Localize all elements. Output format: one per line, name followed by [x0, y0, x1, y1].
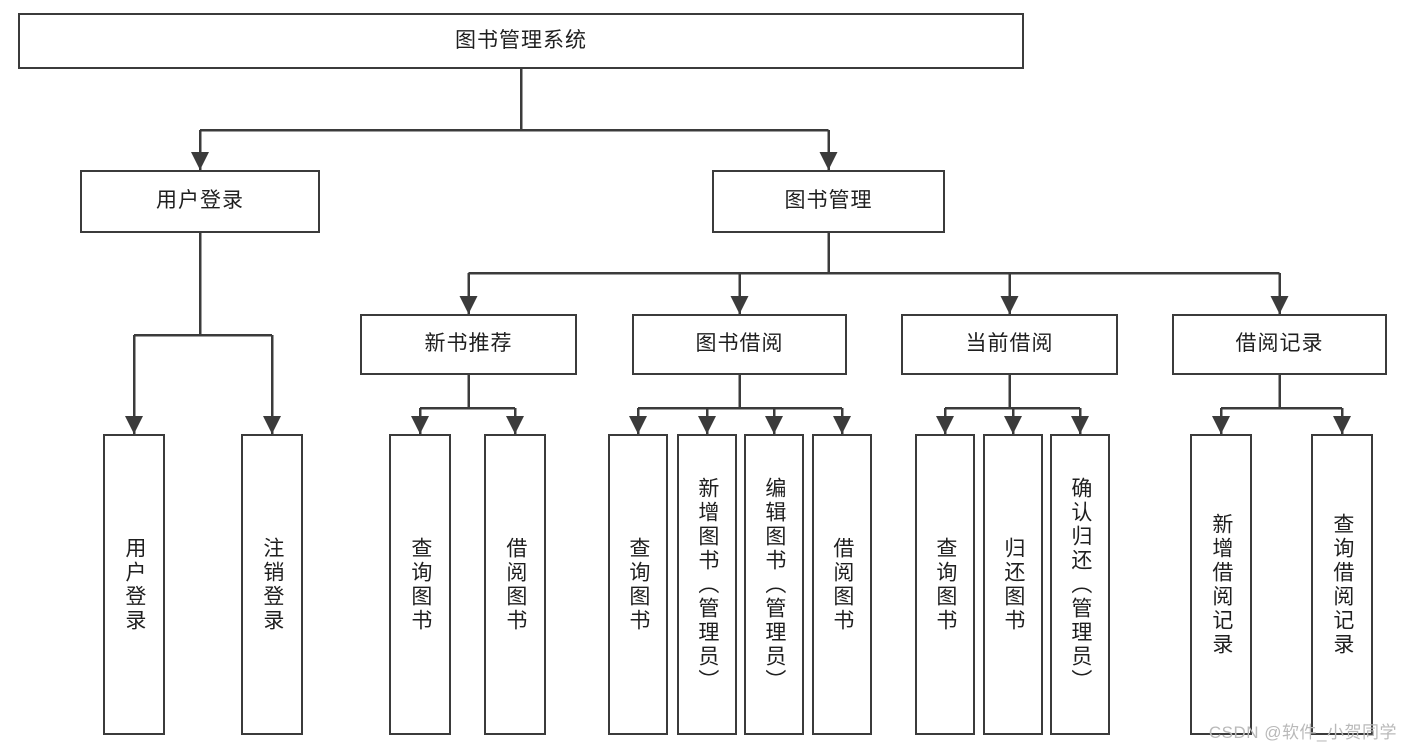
node-l_addbook[interactable]: 新增图书（管理员） [677, 434, 737, 735]
node-label: 当前借阅 [965, 332, 1054, 356]
node-label: 确认归还（管理员） [1068, 476, 1092, 693]
node-label: 查询图书 [626, 536, 650, 633]
watermark-label: CSDN @软件_小贺同学 [1208, 723, 1397, 742]
node-label: 注销登录 [260, 536, 284, 633]
node-user_login[interactable]: 用户登录 [80, 170, 320, 233]
node-records[interactable]: 借阅记录 [1172, 314, 1387, 375]
node-label: 用户登录 [156, 189, 244, 213]
node-l_confirm[interactable]: 确认归还（管理员） [1050, 434, 1110, 735]
node-label: 借阅图书 [830, 536, 854, 633]
node-borrow[interactable]: 图书借阅 [632, 314, 847, 375]
node-label: 新增图书（管理员） [695, 476, 719, 693]
node-l_addrec[interactable]: 新增借阅记录 [1190, 434, 1252, 735]
node-l_logout[interactable]: 注销登录 [241, 434, 303, 735]
node-root[interactable]: 图书管理系统 [18, 13, 1024, 69]
node-l_login[interactable]: 用户登录 [103, 434, 165, 735]
node-label: 图书管理系统 [455, 28, 587, 52]
node-book_mgmt[interactable]: 图书管理 [712, 170, 945, 233]
node-label: 编辑图书（管理员） [762, 476, 786, 693]
node-label: 查询图书 [408, 536, 432, 633]
node-l_bbook1[interactable]: 借阅图书 [484, 434, 546, 735]
node-l_qbook1[interactable]: 查询图书 [389, 434, 451, 735]
node-label: 图书管理 [784, 189, 873, 213]
node-l_qbook3[interactable]: 查询图书 [915, 434, 975, 735]
node-l_qrec[interactable]: 查询借阅记录 [1311, 434, 1373, 735]
node-label: 借阅图书 [503, 536, 527, 633]
node-label: 图书借阅 [695, 332, 784, 356]
node-label: 借阅记录 [1235, 332, 1324, 356]
node-new_books[interactable]: 新书推荐 [360, 314, 577, 375]
node-label: 新增借阅记录 [1209, 512, 1233, 657]
node-label: 归还图书 [1001, 536, 1025, 633]
node-current[interactable]: 当前借阅 [901, 314, 1118, 375]
node-l_qbook2[interactable]: 查询图书 [608, 434, 668, 735]
node-label: 新书推荐 [424, 332, 513, 356]
node-label: 用户登录 [122, 536, 146, 633]
node-l_bbook2[interactable]: 借阅图书 [812, 434, 872, 735]
node-l_editbook[interactable]: 编辑图书（管理员） [744, 434, 804, 735]
node-label: 查询图书 [933, 536, 957, 633]
node-label: 查询借阅记录 [1330, 512, 1354, 657]
node-l_return[interactable]: 归还图书 [983, 434, 1043, 735]
